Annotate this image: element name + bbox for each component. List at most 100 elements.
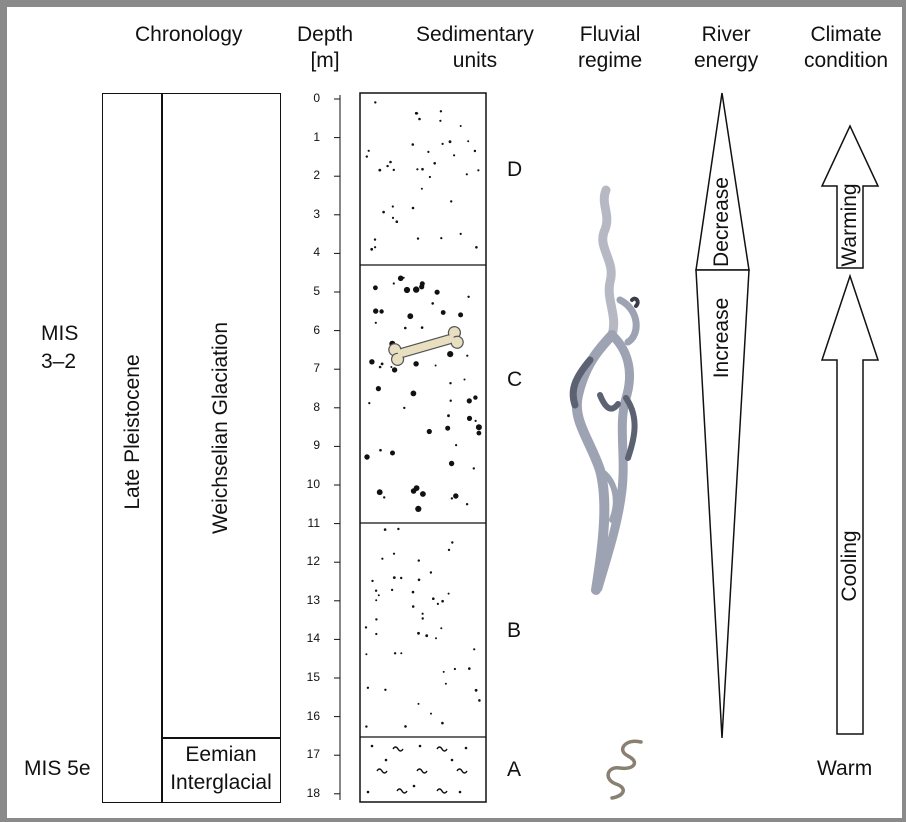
sediment-grain: [467, 398, 472, 403]
sediment-grain: [396, 220, 399, 223]
sediment-grain: [473, 467, 475, 469]
sediment-grain: [430, 571, 432, 573]
sediment-grain: [393, 169, 395, 171]
sediment-grain: [437, 603, 439, 605]
river-decrease-label: Decrease: [710, 177, 734, 267]
sediment-grain: [389, 161, 392, 164]
sediment-grain: [474, 150, 476, 152]
sediment-grain: [404, 287, 410, 293]
sediment-grain: [400, 577, 402, 579]
sediment-grain: [477, 169, 479, 171]
sediment-grain: [391, 589, 393, 591]
sediment-grain: [403, 407, 405, 409]
sediment-grain: [453, 493, 458, 498]
sediment-grain: [447, 351, 453, 357]
sediment-grain: [460, 233, 462, 235]
sediment-grain: [451, 497, 453, 499]
sediment-grain: [375, 599, 377, 601]
sediment-grain: [451, 759, 454, 762]
sediment-grain: [448, 593, 450, 595]
sediment-grain: [418, 118, 421, 121]
sediment-grain: [371, 745, 374, 748]
sediment-grain: [392, 205, 394, 207]
sediment-grain: [441, 310, 446, 315]
sediment-grain: [373, 308, 378, 313]
sediment-grain: [422, 613, 424, 615]
sediment-grain: [415, 506, 421, 512]
sediment-grain: [440, 110, 442, 112]
sediment-grain: [466, 173, 468, 175]
sediment-grain: [417, 632, 420, 635]
sediment-grain: [433, 162, 436, 165]
sediment-grain: [419, 284, 424, 289]
sediment-grain: [448, 549, 450, 551]
sediment-grain: [386, 165, 388, 167]
sediment-grain: [449, 140, 452, 143]
sediment-grain: [465, 747, 468, 750]
sediment-grain: [381, 558, 383, 560]
sediment-grain: [442, 143, 444, 145]
sediment-grain: [412, 605, 415, 608]
sediment-grain: [393, 553, 395, 555]
sediment-grain: [454, 668, 456, 670]
sediment-grain: [449, 382, 451, 384]
sediment-grain: [435, 637, 437, 639]
sediment-grain: [468, 667, 471, 670]
sediment-grain: [450, 200, 452, 202]
sediment-grain: [445, 426, 450, 431]
cooling-arrow-shape: [822, 276, 878, 734]
sediment-grain: [411, 391, 417, 397]
sediment-grain: [392, 217, 394, 219]
sediment-grain: [417, 237, 419, 239]
sediment-grain: [390, 451, 395, 456]
sediment-grain: [432, 597, 435, 600]
sediment-grain: [435, 290, 440, 295]
sediment-grain: [430, 713, 432, 715]
sediment-grain: [473, 395, 477, 399]
sediment-grain: [416, 168, 418, 170]
sediment-grain: [407, 313, 413, 319]
sediment-grain: [453, 154, 455, 156]
sediment-grain: [476, 424, 482, 430]
sediment-grain: [375, 322, 377, 324]
sediment-grain: [404, 725, 407, 728]
sediment-grain: [365, 725, 367, 727]
sediment-grain: [379, 366, 382, 369]
sediment-grain: [460, 125, 462, 127]
sediment-grain: [475, 689, 478, 692]
sediment-grain: [404, 327, 407, 330]
sediment-grain: [383, 496, 385, 498]
sediment-grain: [379, 309, 383, 313]
sediment-grain: [418, 703, 420, 705]
sediment-grain: [427, 429, 432, 434]
climate-warming-label: Warming: [838, 183, 862, 266]
sediment-grain: [375, 618, 377, 620]
sediment-grain: [397, 528, 399, 530]
sediment-grain: [381, 363, 384, 366]
sediment-grain: [393, 282, 395, 284]
sediment-grain: [441, 722, 444, 725]
climate-warm-label: Warm: [817, 757, 872, 781]
sediment-grain: [440, 237, 442, 239]
sediment-grain: [364, 454, 369, 459]
sediment-grain: [451, 541, 453, 543]
sediment-grain: [369, 359, 374, 364]
braided-river-icon: [573, 190, 638, 590]
sediment-grain: [392, 367, 397, 372]
sediment-grain: [418, 559, 420, 561]
sediment-grain: [477, 431, 482, 436]
sediment-grain: [373, 285, 378, 290]
sediment-grain: [445, 683, 447, 685]
sediment-grain: [370, 248, 373, 251]
sediment-grain: [425, 634, 428, 637]
sediment-grain: [440, 627, 442, 629]
sediment-grain: [466, 355, 468, 357]
sediment-grain: [431, 302, 434, 305]
climate-cooling-label: Cooling: [838, 530, 862, 601]
sediment-grain: [475, 420, 477, 422]
sediment-grain: [450, 400, 452, 402]
sediment-grain: [375, 590, 377, 592]
sediment-grain: [398, 276, 404, 282]
sediment-grain: [366, 155, 368, 157]
